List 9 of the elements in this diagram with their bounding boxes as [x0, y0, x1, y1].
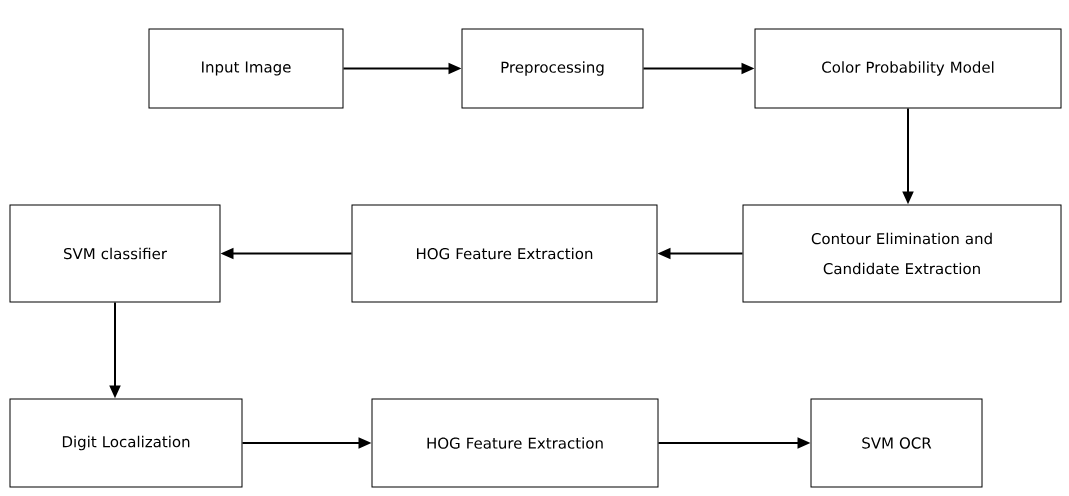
process-box: HOG Feature Extraction: [351, 204, 658, 303]
process-box: Preprocessing: [461, 28, 644, 109]
process-box: Color Probability Model: [754, 28, 1062, 109]
process-box: SVM OCR: [810, 398, 983, 488]
process-box: Contour Elimination and Candidate Extraction: [742, 204, 1062, 303]
process-box: Digit Localization: [9, 398, 243, 488]
process-box: HOG Feature Extraction: [371, 398, 659, 488]
process-box: Input Image: [148, 28, 344, 109]
process-box: SVM classifier: [9, 204, 221, 303]
